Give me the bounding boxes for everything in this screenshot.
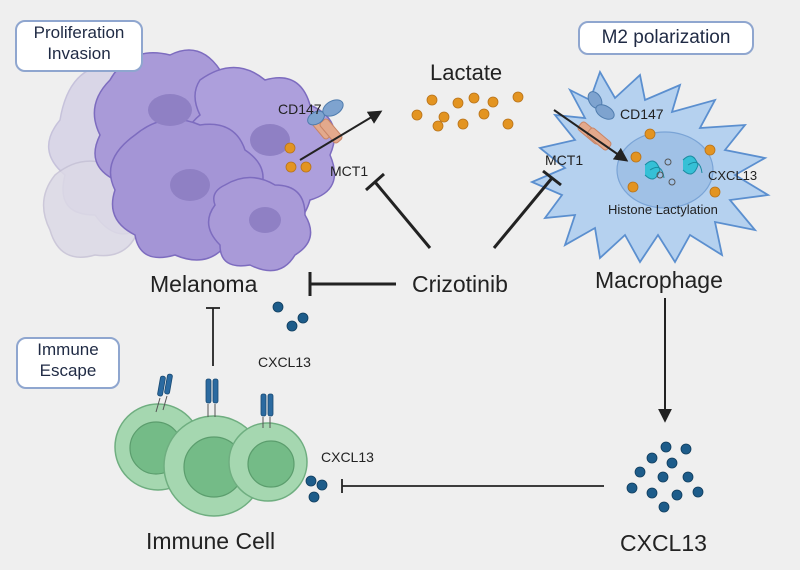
invasion-text: Invasion: [47, 44, 111, 63]
lactate-dots-in-melanoma: [284, 142, 312, 173]
crizotinib-inhibition-lines: [308, 169, 562, 296]
immune-inhibition-line: [206, 307, 220, 366]
m2-polarization-text: M2 polarization: [601, 27, 731, 48]
cxcl13-mid-label: CXCL13: [258, 354, 311, 370]
proliferation-text: Proliferation: [33, 23, 125, 42]
cxcl13-to-immune-inhibition: [341, 479, 604, 493]
immune-text: Immune: [37, 340, 99, 359]
mct1-left-label: MCT1: [330, 163, 368, 179]
cd147-left-label: CD147: [278, 101, 322, 117]
immune-receptor-stems: [155, 395, 271, 428]
lactate-dots: [411, 91, 524, 132]
melanoma-label: Melanoma: [150, 271, 258, 297]
cxcl13-dots-mid: [272, 301, 309, 332]
lactate-dots-in-macrophage: [627, 128, 721, 198]
cxcl13-dots-bottom: [626, 441, 704, 513]
lactate-export-arrow: [299, 110, 383, 161]
histone-lactylation-label: Histone Lactylation: [608, 202, 718, 217]
lactate-label: Lactate: [430, 60, 502, 85]
immune-cell-label: Immune Cell: [146, 528, 275, 554]
proliferation-invasion-box: Proliferation Invasion: [15, 20, 143, 72]
histone-icons: [644, 155, 703, 186]
macrophage-label: Macrophage: [595, 267, 723, 293]
cxcl13-bottom-label: CXCL13: [620, 530, 707, 556]
immune-escape-box: Immune Escape: [16, 337, 120, 389]
lactate-import-arrow: [553, 109, 629, 162]
immune-receptors: [157, 373, 274, 417]
cxcl13-near-immune-label: CXCL13: [321, 449, 374, 465]
cxcl13-macrophage-label: CXCL13: [708, 168, 757, 183]
escape-text: Escape: [39, 361, 97, 380]
immune-cells: [114, 403, 308, 517]
m2-polarization-box: M2 polarization: [578, 21, 754, 55]
cd147-right-label: CD147: [620, 106, 664, 122]
cxcl13-dots-near-immune: [305, 475, 328, 503]
crizotinib-label: Crizotinib: [412, 271, 508, 297]
melanoma-cells: [42, 49, 336, 272]
mct1-right-label: MCT1: [545, 152, 583, 168]
